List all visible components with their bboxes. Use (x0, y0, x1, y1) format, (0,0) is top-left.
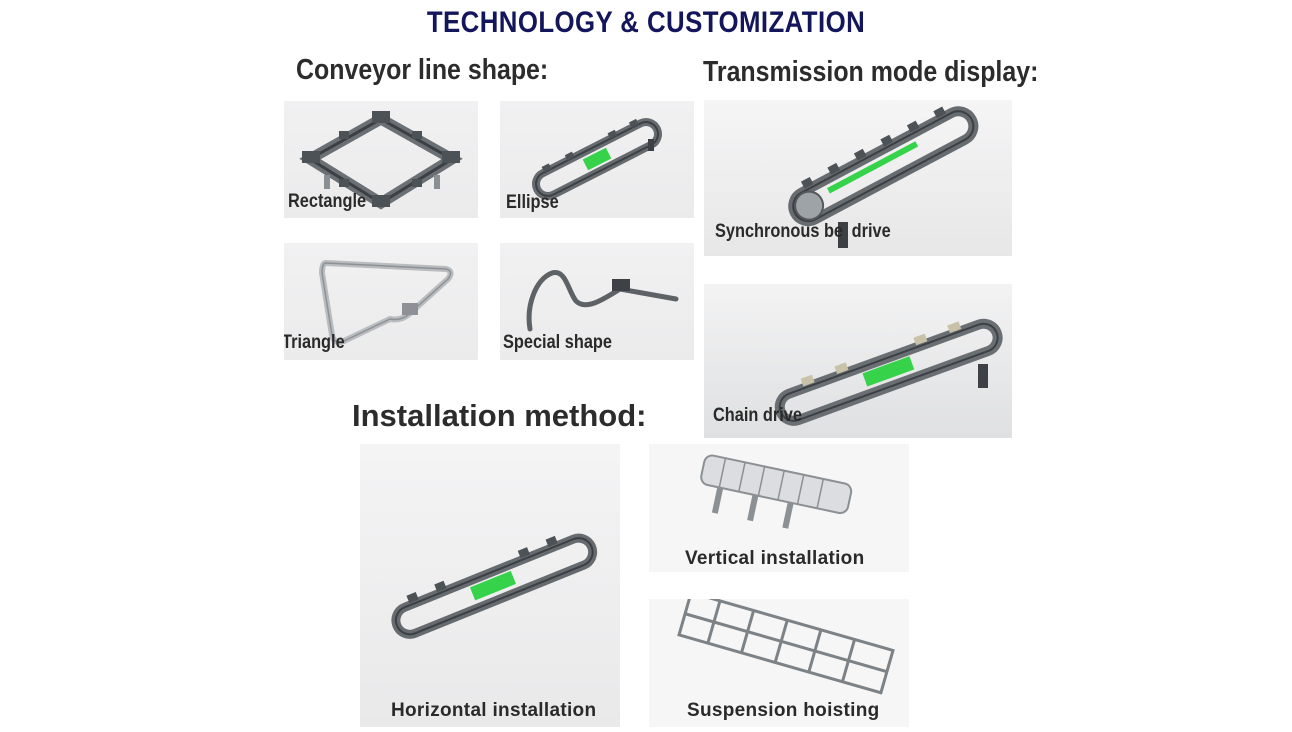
transmission-card-chain: Chain drive (704, 284, 1012, 438)
shape-card-triangle: Triangle (284, 243, 478, 360)
installation-label-suspension: Suspension hoisting (687, 700, 880, 721)
transmission-label-chain: Chain drive (713, 405, 802, 426)
page-title: TECHNOLOGY & CUSTOMIZATION (426, 6, 866, 39)
installation-card-horizontal: Horizontal installation (360, 444, 620, 727)
section-heading-installation: Installation method: (352, 398, 647, 433)
shape-label-special: Special shape (503, 332, 612, 353)
section-heading-shape: Conveyor line shape: (296, 54, 549, 86)
installation-label-horizontal: Horizontal installation (391, 700, 597, 721)
synchronous-belt-conveyor-image (788, 106, 979, 248)
shape-card-special: Special shape (500, 243, 694, 360)
rectangle-conveyor-image (299, 111, 463, 210)
shape-label-ellipse: Ellipse (506, 192, 559, 213)
shape-card-rectangle: Rectangle (284, 101, 478, 218)
horizontal-installation-image (391, 533, 598, 639)
chain-drive-conveyor-image (774, 318, 1003, 426)
shape-card-ellipse: Ellipse (500, 101, 694, 218)
special-shape-conveyor-image (526, 270, 679, 332)
installation-card-vertical: Vertical installation (649, 444, 909, 572)
vertical-installation-image (700, 454, 853, 529)
suspension-hoisting-image (677, 599, 895, 695)
installation-label-vertical: Vertical installation (685, 548, 865, 569)
ellipse-conveyor-image (531, 118, 663, 200)
section-heading-transmission: Transmission mode display: (703, 56, 1039, 88)
shape-label-rectangle: Rectangle (288, 191, 367, 212)
shape-label-triangle: Triangle (284, 332, 345, 353)
installation-card-suspension: Suspension hoisting (649, 599, 909, 727)
triangle-conveyor-image (318, 259, 454, 346)
